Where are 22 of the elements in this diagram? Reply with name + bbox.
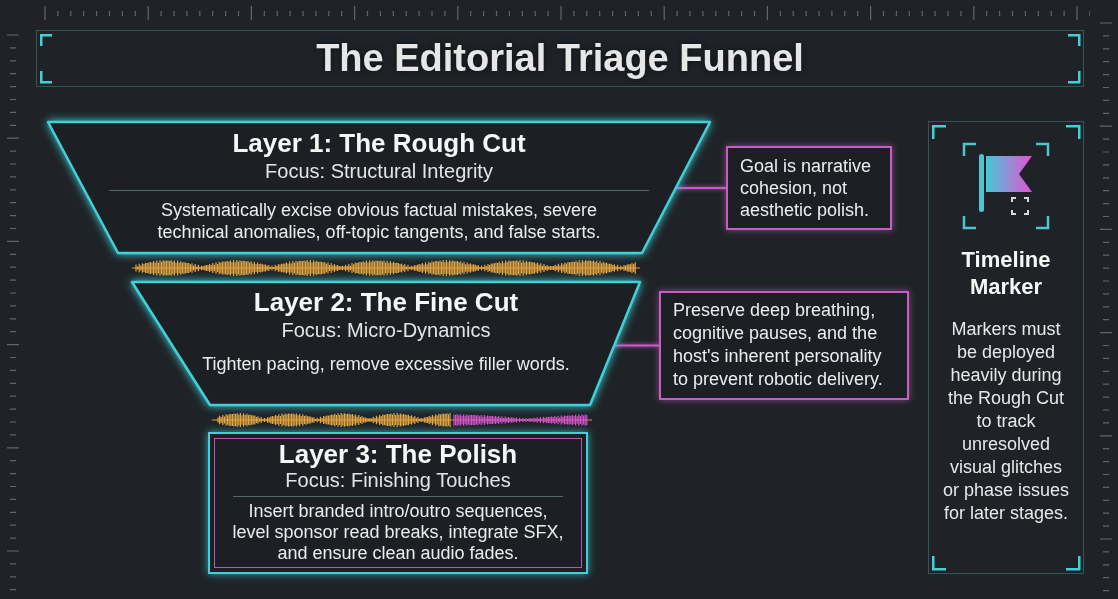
layer-focus: Focus: Structural Integrity (265, 159, 493, 184)
connector-line (674, 187, 727, 189)
side-panel (928, 121, 1084, 574)
layer-title: Layer 3: The Polish (278, 440, 518, 468)
callout-box (659, 291, 909, 400)
panel-text: Markers must be deployed heavily during the Rough Cut to track unresolved visual glitches or phase issues for later stages. (942, 318, 1070, 525)
layer-description: Tighten pacing, remove excessive filler words. (202, 353, 570, 375)
title: The Editorial Triage Funnel (316, 37, 804, 80)
panel-heading: Timeline Marker (960, 246, 1052, 300)
funnel-layer (132, 281, 640, 406)
layer-description: Systematically excise obvious factual mistakes, severe technical anomalies, off-topic tangents, and false starts. (156, 199, 602, 243)
funnel-layer (48, 120, 710, 255)
callout-box (726, 146, 892, 230)
layer-focus: Focus: Finishing Touches (285, 468, 511, 492)
layer-focus: Focus: Micro-Dynamics (281, 318, 491, 343)
layer-title: Layer 1: The Rough Cut (232, 128, 526, 158)
funnel-layer (208, 432, 588, 574)
layer-title: Layer 2: The Fine Cut (253, 287, 519, 317)
callout-text: Goal is narrative cohesion, not aesthetic polish. (740, 155, 873, 221)
connector-line (613, 344, 660, 347)
layer-description: Insert branded intro/outro sequences, level sponsor read breaks, integrate SFX, and ensure clean audio fades. (231, 501, 565, 564)
callout-text: Preserve deep breathing, cognitive pauses, and the host's inherent personality to prevent robotic delivery. (673, 299, 884, 391)
